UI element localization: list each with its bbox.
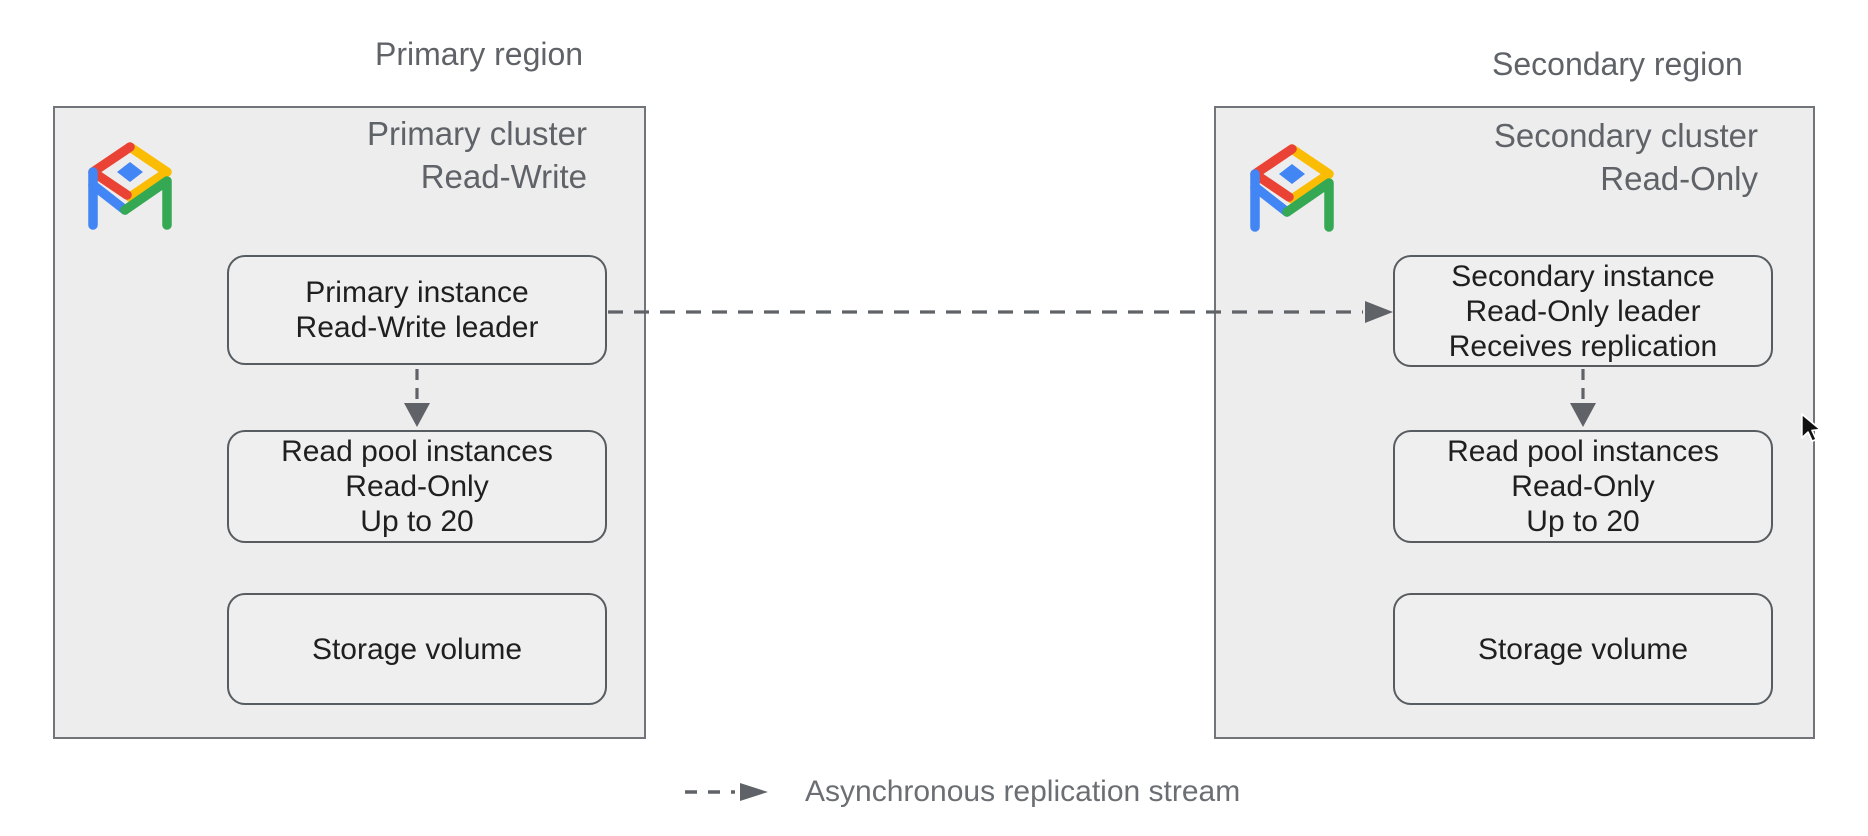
secondary-instance-line3: Receives replication: [1448, 329, 1718, 363]
secondary-instance-line1: Secondary instance: [1451, 259, 1715, 293]
primary-instance-to-read-pool-arrow: [404, 369, 430, 427]
primary-instance-box: Primary instance Read-Write leader: [227, 255, 607, 365]
secondary-storage-volume-box: Storage volume: [1393, 593, 1773, 705]
secondary-region-title: Secondary region: [1492, 46, 1743, 82]
secondary-read-pool-line1: Read pool instances: [1447, 435, 1719, 468]
primary-read-pool-box: Read pool instances Read-Only Up to 20: [227, 430, 607, 543]
legend-label: Asynchronous replication stream: [805, 775, 1241, 808]
secondary-instance-line2: Read-Only leader: [1465, 294, 1701, 328]
primary-cluster-title: Primary cluster Read-Write: [227, 112, 587, 198]
primary-region-title: Primary region: [375, 36, 584, 72]
secondary-cluster-title: Secondary cluster Read-Only: [1398, 114, 1758, 200]
primary-cluster-title-line2: Read-Write: [420, 158, 587, 195]
replication-arrow: [608, 301, 1393, 323]
secondary-read-pool-line2: Read-Only: [1511, 470, 1655, 503]
legend-dashed-arrow-icon: [685, 783, 768, 801]
primary-read-pool-line1: Read pool instances: [281, 435, 553, 468]
secondary-cluster-title-line1: Secondary cluster: [1493, 117, 1758, 154]
secondary-instance-to-read-pool-arrow: [1570, 369, 1596, 427]
secondary-read-pool-box: Read pool instances Read-Only Up to 20: [1393, 430, 1773, 543]
secondary-read-pool-line3: Up to 20: [1526, 505, 1640, 538]
secondary-cluster-title-line2: Read-Only: [1600, 160, 1758, 197]
alloydb-logo-icon: [1250, 144, 1334, 232]
primary-storage-volume-box: Storage volume: [227, 593, 607, 705]
alloydb-logo-icon: [88, 142, 172, 230]
primary-instance-line2: Read-Write leader: [295, 311, 539, 344]
primary-storage-label: Storage volume: [311, 632, 523, 666]
primary-instance-line1: Primary instance: [305, 276, 529, 309]
primary-read-pool-line3: Up to 20: [360, 505, 474, 538]
secondary-instance-box: Secondary instance Read-Only leader Rece…: [1393, 255, 1773, 367]
mouse-cursor: [1800, 413, 1822, 443]
primary-read-pool-line2: Read-Only: [345, 470, 489, 503]
primary-cluster-title-line1: Primary cluster: [366, 115, 587, 152]
secondary-storage-label: Storage volume: [1477, 632, 1689, 666]
